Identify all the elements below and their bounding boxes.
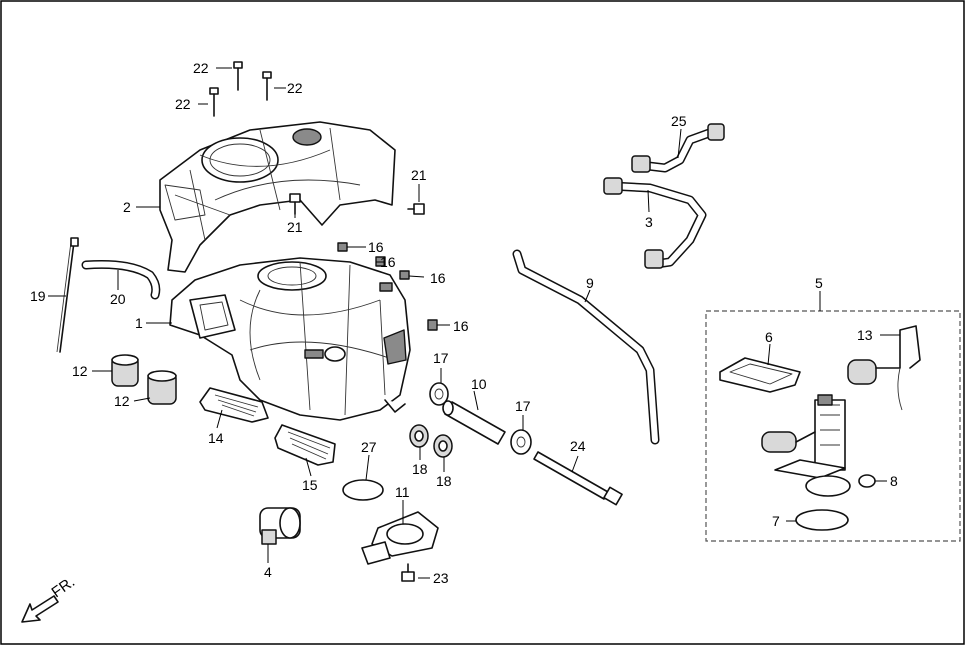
front-direction-indicator: FR. (21, 573, 78, 623)
callout-7: 7 (772, 513, 780, 529)
part-27-seal-ring (342, 479, 384, 501)
part-11-pump-bracket (361, 511, 439, 565)
part-13-fuel-level-sender (847, 325, 921, 411)
callout-25: 25 (671, 113, 687, 129)
callout-22-left: 22 (175, 96, 191, 112)
callout-10: 10 (471, 376, 487, 392)
callout-18-a: 18 (412, 461, 428, 477)
part-7-gasket (795, 509, 849, 531)
callout-24: 24 (570, 438, 586, 454)
part-23-bolt (401, 563, 415, 582)
callout-16-d: 16 (453, 318, 469, 334)
callout-15: 15 (302, 477, 318, 493)
part-6-filter (719, 357, 801, 393)
callout-16-c: 16 (430, 270, 446, 286)
callout-16-a: 16 (368, 239, 384, 255)
front-arrow-icon (21, 595, 59, 623)
callout-13: 13 (857, 327, 873, 343)
callout-8: 8 (890, 473, 898, 489)
callout-12-b: 12 (114, 393, 130, 409)
part-15-heat-shield (274, 424, 336, 466)
callout-12-a: 12 (72, 363, 88, 379)
part-20-drain-hose (81, 259, 161, 300)
callout-2: 2 (123, 199, 131, 215)
callout-3: 3 (645, 214, 653, 230)
callout-23: 23 (433, 570, 449, 586)
fuel-pump-assembly (761, 394, 851, 497)
callout-20: 20 (110, 291, 126, 307)
part-2-tank-cover (159, 121, 396, 273)
part-9-breather-tube (512, 249, 660, 445)
part-22-bolts (209, 61, 272, 117)
part-17-nuts (429, 382, 532, 455)
part-5-assembly-box (705, 310, 961, 542)
callout-11: 11 (395, 484, 410, 500)
callout-14: 14 (208, 430, 224, 446)
part-21-screws (289, 193, 425, 215)
callout-22-top: 22 (193, 60, 209, 76)
callout-22-right: 22 (287, 80, 303, 96)
callout-4: 4 (264, 564, 272, 580)
part-3-fuel-hose (603, 177, 707, 269)
part-18-washers (409, 424, 453, 458)
callout-21-left: 21 (287, 219, 303, 235)
callout-1: 1 (135, 315, 143, 331)
part-25-fuel-hose (631, 123, 725, 173)
callout-21-right: 21 (411, 167, 427, 183)
part-12-grommets (111, 354, 177, 405)
part-14-heat-shield (199, 387, 269, 423)
callout-27: 27 (361, 439, 377, 455)
callout-17-a: 17 (433, 350, 449, 366)
part-4-connector (259, 507, 301, 545)
callout-18-b: 18 (436, 473, 452, 489)
leader-lines (48, 67, 900, 579)
callout-6: 6 (765, 329, 773, 345)
callout-19: 19 (30, 288, 46, 304)
callout-17-b: 17 (515, 398, 531, 414)
part-19-cable-tie (56, 237, 79, 353)
part-10-sleeve (442, 400, 506, 445)
callout-16-b: 16 (380, 254, 396, 270)
callout-labels: 22 22 22 2 21 21 16 16 16 16 19 20 1 12 … (30, 60, 898, 586)
callout-9: 9 (586, 275, 594, 291)
part-24-long-bolt (533, 451, 623, 506)
part-1-fuel-tank (169, 257, 411, 421)
callout-5: 5 (815, 275, 823, 291)
part-8-o-ring (858, 474, 876, 488)
